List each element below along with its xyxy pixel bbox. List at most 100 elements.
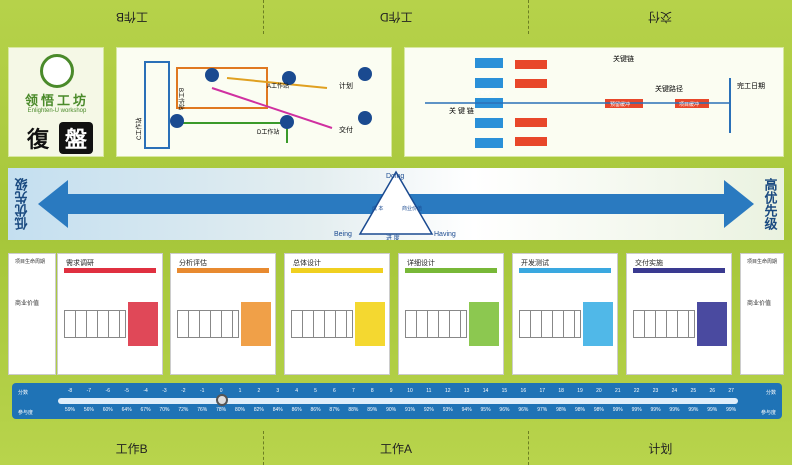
participation-tick: 72% (178, 407, 189, 413)
a-station-label: A工作站 (267, 82, 289, 90)
score-column (128, 302, 158, 346)
participation-tick: 84% (272, 407, 283, 413)
lifecycle-title-right: 项目生命周期 (747, 259, 778, 265)
c-station-label: C工作站 (135, 118, 143, 140)
phase-card-detail-design[interactable]: 详细设计 (398, 253, 504, 375)
participation-tick: 94% (461, 407, 472, 413)
score-tick: 18 (558, 388, 564, 394)
high-priority-label: 高优先级 (762, 178, 778, 230)
phase-title: 需求调研 (66, 260, 94, 267)
phase-card-delivery[interactable]: 交付实施 (626, 253, 732, 375)
lifecycle-card-right: 项目生命周期 商业价值 (740, 253, 784, 375)
top-label-3: 交付 (648, 9, 673, 24)
participation-tick: 98% (574, 407, 585, 413)
score-column (697, 302, 727, 346)
participation-tick: 67% (140, 407, 151, 413)
participation-tick: 88% (348, 407, 359, 413)
participation-tick: 90% (386, 407, 397, 413)
score-tick: 11 (426, 388, 432, 394)
phase-color-bar (291, 268, 383, 273)
fupan-right: 盤 (59, 122, 93, 154)
priority-arrow: Doing Being Having 进 度 成 本 商业价值 (38, 170, 754, 240)
value-label: 商业价值 (402, 205, 422, 212)
phase-title: 开发测试 (521, 260, 549, 267)
buffer-block (515, 137, 547, 146)
logo-icon (40, 54, 74, 88)
score-tick: 12 (444, 388, 451, 394)
score-tick: 3 (276, 388, 280, 394)
score-grid (291, 310, 353, 338)
low-priority-label: 低优先级 (14, 178, 30, 230)
score-tick: 19 (577, 388, 583, 394)
cost-label: 成 本 (372, 205, 383, 212)
participation-tick: 96% (499, 407, 510, 413)
participation-tick: 99% (688, 407, 699, 413)
score-grid (519, 310, 581, 338)
slider-track[interactable] (58, 398, 738, 404)
phase-card-requirements[interactable]: 需求调研 (57, 253, 163, 375)
score-tick: 14 (482, 388, 489, 394)
score-grid (405, 310, 467, 338)
participation-tick: 80% (234, 407, 245, 413)
logo-panel: 领悟工坊 Enlighten-U workshop 復 盤 (8, 47, 104, 157)
score-tick: 10 (407, 388, 413, 394)
participation-tick: 87% (329, 407, 340, 413)
score-tick: -2 (181, 388, 186, 394)
participation-tick: 92% (423, 407, 434, 413)
phase-color-bar (519, 268, 611, 273)
score-tick: -4 (143, 388, 148, 394)
triangle-icon (358, 170, 434, 235)
key-chain-left-label: 关 键 链 (449, 106, 474, 115)
score-grid (64, 310, 126, 338)
score-tick: -7 (86, 388, 92, 394)
top-label-2: 工作D (379, 9, 413, 24)
doing-label: Doing (386, 173, 404, 180)
score-tick: 13 (463, 388, 470, 394)
score-tick: 9 (389, 388, 393, 394)
score-tick: 25 (690, 388, 697, 394)
participation-tick: 99% (669, 407, 680, 413)
priority-band: 低优先级 Doing Being Having 进 度 成 本 商业价值 高优先… (8, 168, 784, 240)
phase-title: 分析评估 (179, 260, 207, 267)
score-tick: 16 (520, 388, 527, 394)
phase-color-bar (177, 268, 269, 273)
score-tick: -8 (67, 388, 73, 394)
b-station-label: B工作站 (177, 88, 185, 110)
score-tick: 8 (370, 388, 374, 394)
top-label-cell: 交付 (529, 0, 792, 34)
key-chain-top-label: 关键链 (613, 54, 634, 63)
score-tick: 22 (633, 388, 640, 394)
bottom-label-cell: 计划 (529, 431, 792, 465)
bottom-label-strip: 工作B 工作A 计划 (0, 431, 792, 465)
score-tick: -5 (124, 388, 129, 394)
phase-color-bar (64, 268, 156, 273)
workstation-diagram: C工作站 B工作站 A工作站 D工作站 计划 交付 (116, 47, 392, 157)
score-tick: 4 (295, 388, 299, 394)
score-tick: -6 (105, 388, 110, 394)
score-tick: 17 (539, 388, 545, 394)
lifecycle-card-left: 项目生命周期 商业价值 (8, 253, 56, 375)
slider-knob[interactable] (216, 394, 228, 406)
buffer-block (515, 118, 547, 127)
logo-subtitle: Enlighten-U workshop (27, 108, 87, 114)
participation-tick: 95% (480, 407, 491, 413)
participation-tick: 98% (593, 407, 604, 413)
participation-tick: 78% (216, 407, 227, 413)
d-station-label: D工作站 (257, 128, 279, 136)
person-icon (280, 115, 294, 129)
phase-color-bar (405, 268, 497, 273)
buffer-block (515, 60, 547, 69)
participation-tick: 60% (102, 407, 113, 413)
phase-card-dev-test[interactable]: 开发测试 (512, 253, 618, 375)
score-tick: 5 (314, 388, 317, 394)
phase-card-analysis[interactable]: 分析评估 (170, 253, 276, 375)
score-tick: -3 (162, 388, 167, 394)
participation-tick: 70% (159, 407, 170, 413)
critical-chain-svg: 预留缓冲 预留缓冲 项目缓冲 关键链 关键路径 关 键 链 完工日期 (425, 54, 765, 148)
top-label-1: 工作B (115, 9, 148, 24)
person-icon (170, 114, 184, 128)
c-station-loop (144, 61, 170, 149)
phase-card-overall-design[interactable]: 总体设计 (284, 253, 390, 375)
top-label-cell: 工作D (264, 0, 529, 34)
